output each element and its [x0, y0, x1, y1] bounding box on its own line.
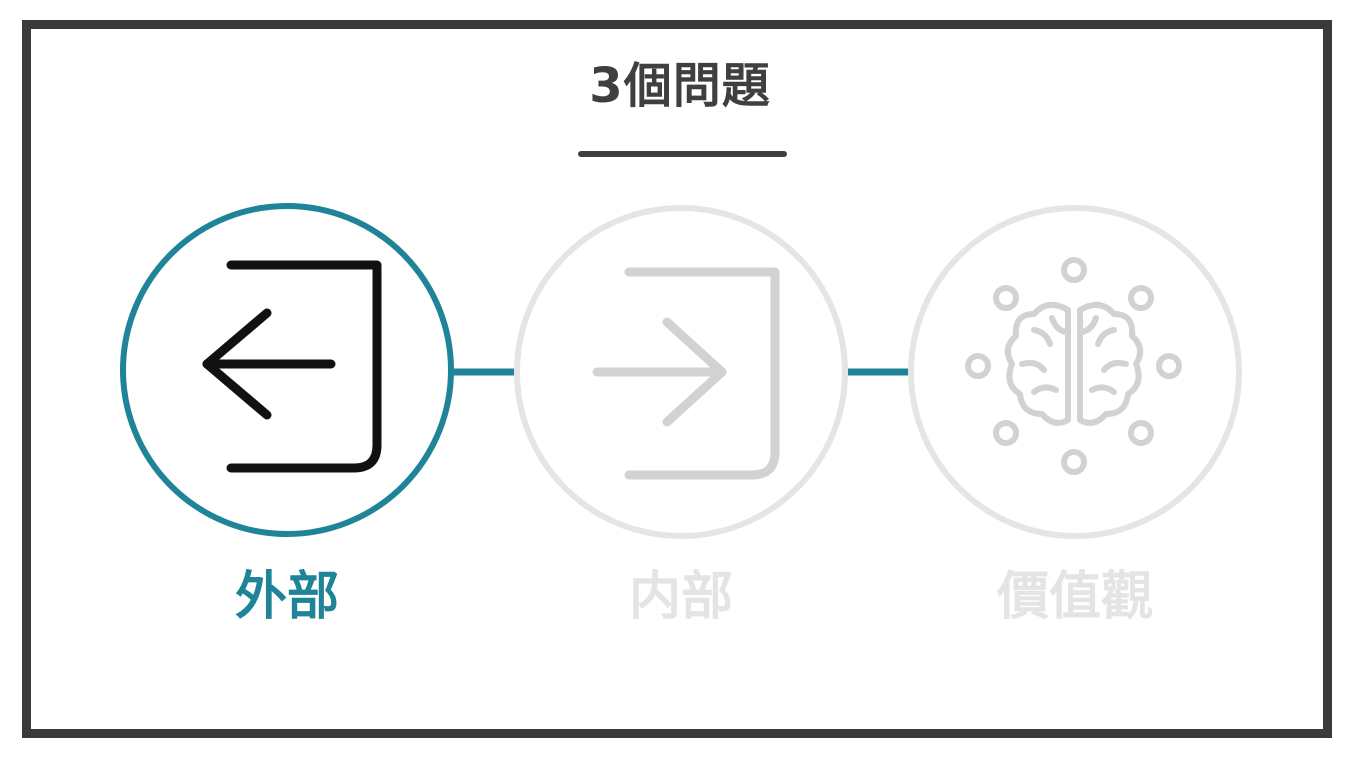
step-circle-values[interactable] [908, 205, 1242, 539]
step-label-values: 價值觀 [996, 567, 1153, 627]
enter-arrow-right-icon [592, 267, 780, 480]
page-title: 3個問題 [589, 58, 771, 114]
brain-icon [965, 257, 1182, 475]
step-label-internal: 内部 [628, 567, 733, 627]
title-underline [578, 151, 787, 157]
step-label-external: 外部 [234, 567, 339, 627]
step-circle-external[interactable] [120, 203, 454, 537]
exit-arrow-left-icon [202, 260, 382, 473]
title-area: 3個問題 [0, 58, 1360, 116]
